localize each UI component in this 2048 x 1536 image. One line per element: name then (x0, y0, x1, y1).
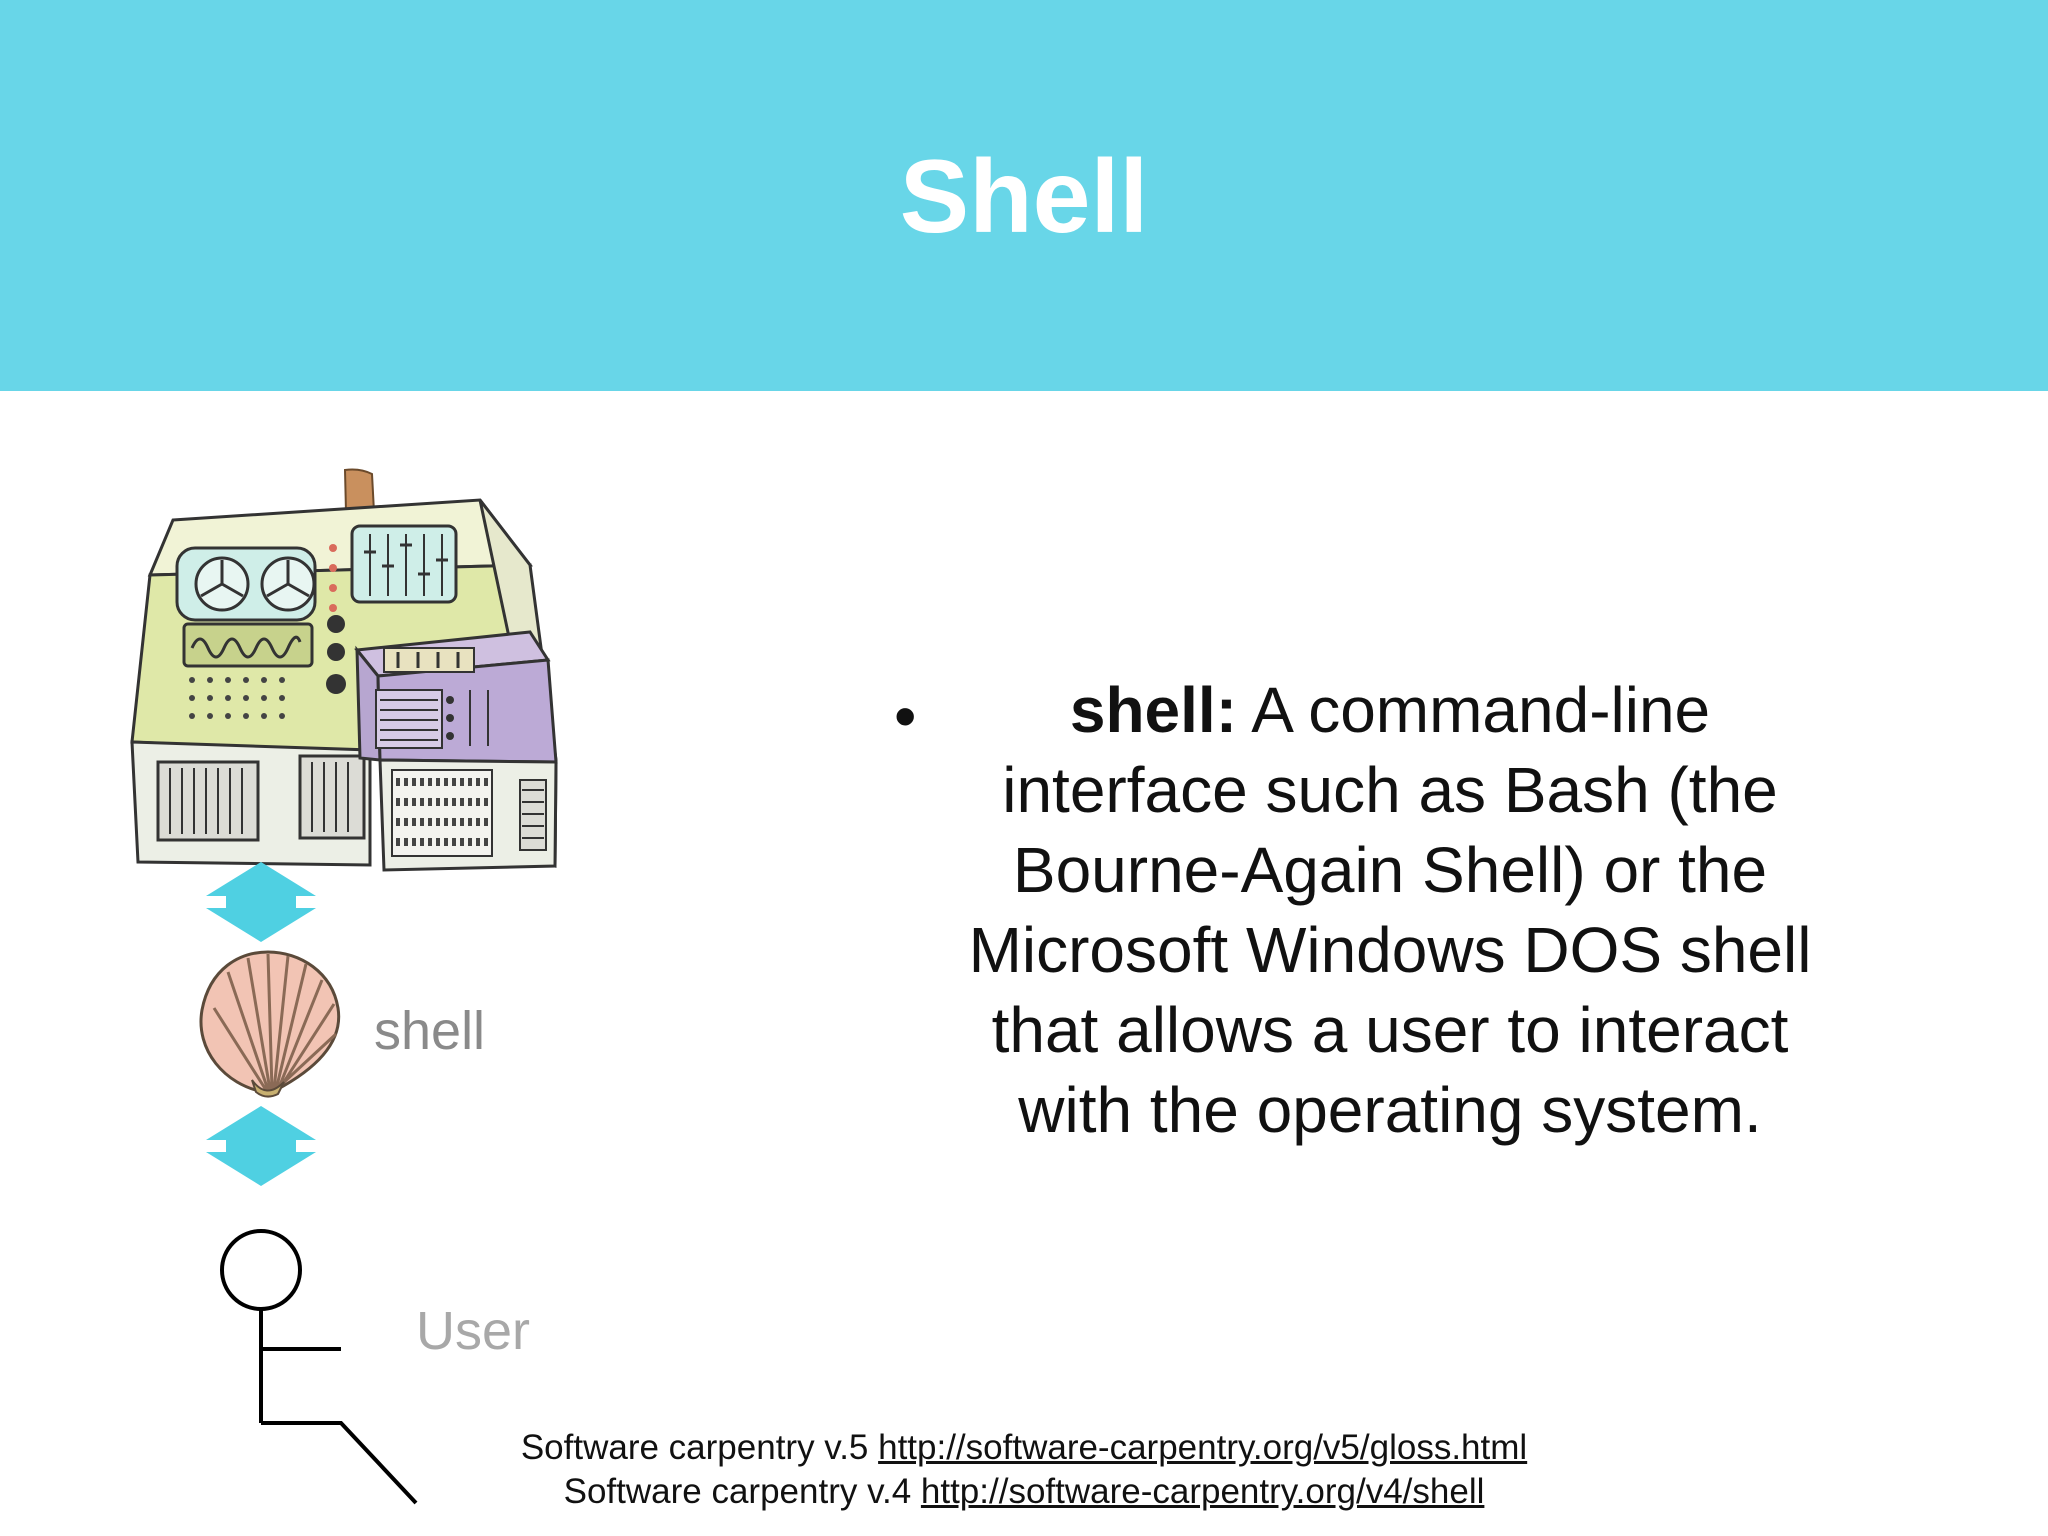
reference-link[interactable]: http://software-carpentry.org/v4/shell (920, 1472, 1485, 1511)
reference-line: Software carpentry v.5 http://software-c… (0, 1426, 2048, 1470)
bullet-point: • (894, 680, 917, 752)
seashell-icon (199, 950, 341, 1098)
double-arrow-icon (206, 862, 316, 942)
definition-term: shell: (1069, 674, 1238, 746)
definition-text: shell: A command-line interface such as … (960, 670, 1820, 1150)
reference-line: Software carpentry v.4 http://software-c… (0, 1470, 2048, 1514)
reference-prefix: Software carpentry v.5 (520, 1428, 879, 1467)
shell-label: shell (374, 1001, 486, 1061)
definition-body: A command-line interface such as Bash (t… (968, 674, 1812, 1146)
reference-link[interactable]: http://software-carpentry.org/v5/gloss.h… (878, 1428, 1528, 1467)
computer-icon (130, 468, 558, 872)
double-arrow-icon (206, 1106, 316, 1186)
title-bar (0, 0, 2048, 391)
shell-diagram (130, 468, 558, 1505)
references: Software carpentry v.5 http://software-c… (0, 1426, 2048, 1514)
stick-figure-icon (220, 1229, 418, 1505)
reference-prefix: Software carpentry v.4 (563, 1472, 921, 1511)
slide-title: Shell (899, 139, 1149, 255)
user-label: User (416, 1301, 531, 1361)
